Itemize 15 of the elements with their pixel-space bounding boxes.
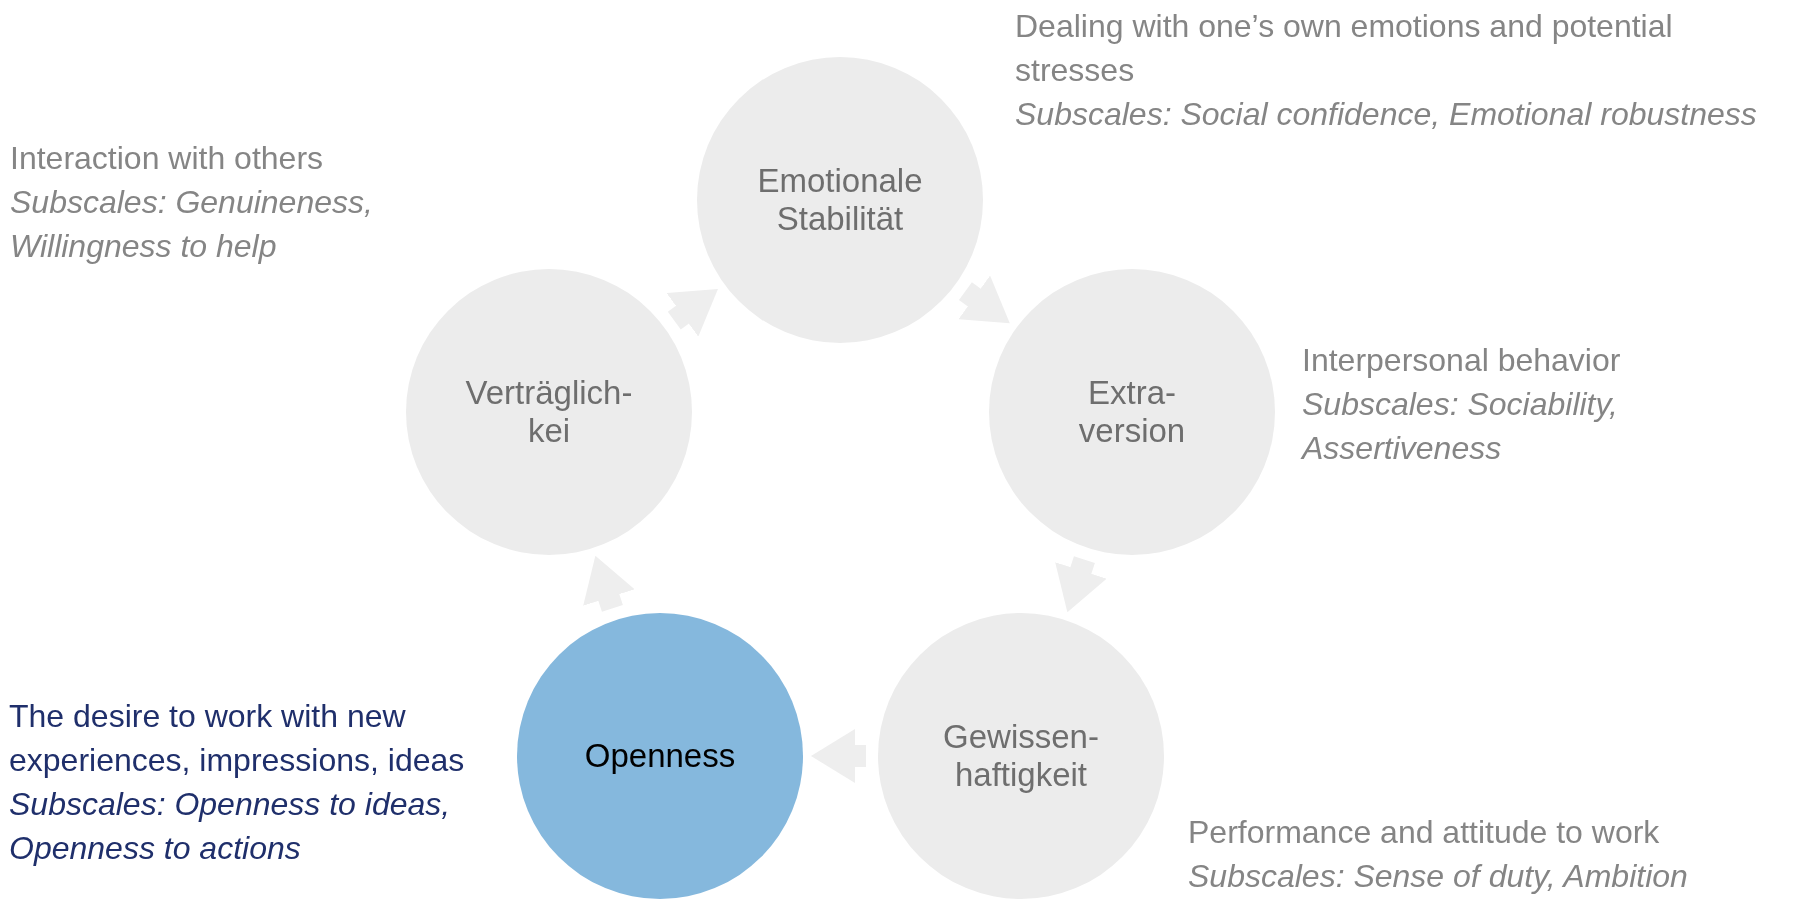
description-text: Interaction with others	[10, 139, 325, 178]
trait-name: Extra- version	[1077, 374, 1187, 450]
subscales-text: Subscales: Social confidence, Emotional robustness	[1015, 95, 1758, 134]
subscales-text: Subscales: Sociability, Assertiveness	[1302, 385, 1619, 468]
trait-name: Emotionale Stabilität	[756, 162, 924, 238]
subscales-text: Subscales: Sense of duty, Ambition	[1188, 857, 1689, 896]
subscales-text: Subscales: Openness to ideas, Openness to actions	[9, 785, 452, 868]
description-text: Interpersonal behavior	[1302, 341, 1622, 380]
trait-name: Verträglich- kei	[464, 374, 634, 450]
description-text: Dealing with one’s own emotions and potential stresses	[1015, 7, 1674, 90]
description-text: Performance and attitude to work	[1188, 813, 1661, 852]
trait-name: Openness	[583, 737, 737, 775]
description-text: The desire to work with new experiences, impressions, ideas	[9, 697, 466, 780]
subscales-text: Subscales: Genuineness, Willingness to help	[10, 183, 374, 266]
trait-name: Gewissen- haftigkeit	[942, 718, 1100, 794]
